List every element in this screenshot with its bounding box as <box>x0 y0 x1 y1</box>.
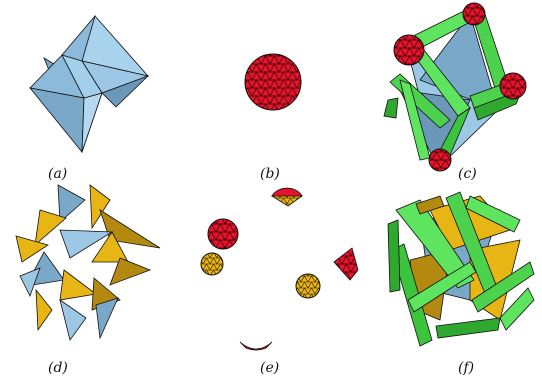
panel-c-caption: (c) <box>458 166 477 182</box>
panel-b-caption: (b) <box>260 166 280 182</box>
panel-a-caption: (a) <box>48 166 67 182</box>
panel-d-exploded-faces <box>15 184 161 341</box>
panel-b-geodesic-sphere <box>244 53 302 111</box>
panel-c-star-with-edges <box>383 2 527 172</box>
panel-f-exploded-edges <box>387 191 535 347</box>
panel-d-caption: (d) <box>48 360 68 376</box>
panel-e-caption: (e) <box>260 360 279 376</box>
panel-f-caption: (f) <box>458 360 474 376</box>
panel-e-scattered-fragments <box>200 187 359 351</box>
panel-a-star-polyhedron <box>29 15 150 154</box>
